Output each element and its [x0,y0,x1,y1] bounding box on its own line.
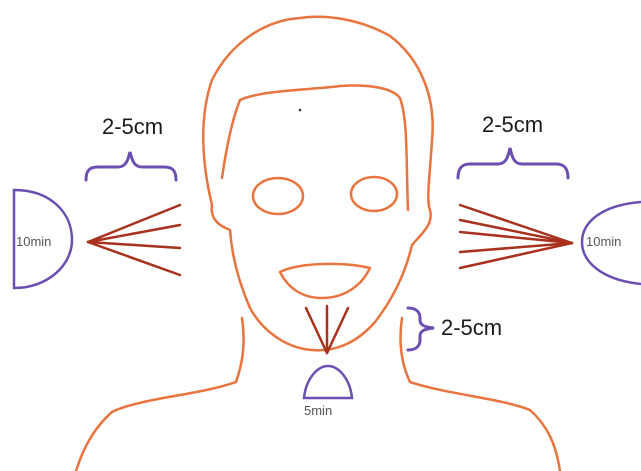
chin-brace [408,308,434,350]
mouth [280,264,370,298]
chin-distance-label: 2-5cm [441,315,502,340]
right-time-label: 10min [586,234,621,249]
chin-time-label: 5min [304,403,332,418]
right-brace [458,148,568,178]
right-eye [351,177,397,211]
right-rays [460,205,572,268]
head-outline [203,17,432,351]
left-ray-1 [88,205,180,242]
left-time-label: 10min [16,234,51,249]
right-distance-label: 2-5cm [482,112,543,137]
chin-device [304,366,352,398]
hairline [222,86,408,211]
left-shoulder [76,318,244,471]
chin-ray-1 [306,308,327,353]
dot-mark [299,109,302,112]
right-shoulder [400,318,560,471]
left-ray-2 [88,225,180,242]
left-brace [86,152,176,180]
left-eye [253,178,303,214]
left-distance-label: 2-5cm [102,114,163,139]
left-rays [88,205,180,275]
